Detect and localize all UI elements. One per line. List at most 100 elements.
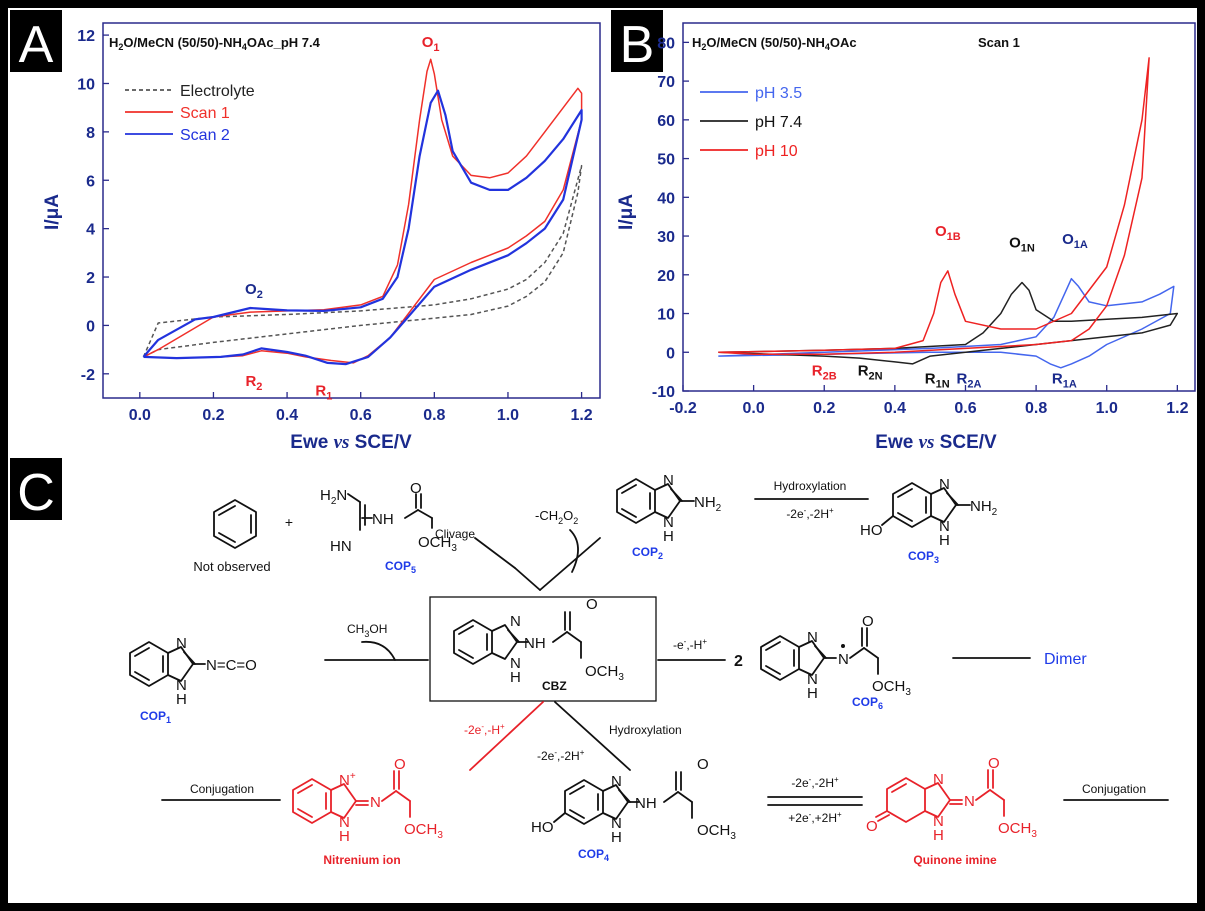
panel-c-letter-box bbox=[10, 458, 62, 520]
cop6-n: N bbox=[807, 629, 818, 646]
dimer-coefficient: 2 bbox=[734, 653, 743, 670]
panel-a-ytick-label: 12 bbox=[77, 28, 95, 45]
panel-a-xtick-label: 0.8 bbox=[423, 407, 445, 424]
legend-label: pH 3.5 bbox=[755, 85, 802, 102]
cop6-h: H bbox=[807, 685, 818, 702]
cop4-label: COP4 bbox=[578, 847, 609, 863]
panel-a-xtick-label: 0.4 bbox=[276, 407, 298, 424]
panel-b-xtick-label: 0.6 bbox=[954, 400, 976, 417]
cop3-n: N bbox=[939, 476, 950, 493]
radical-dot bbox=[841, 644, 845, 648]
quinone-keto-o: O bbox=[866, 818, 878, 835]
quinone-n: N bbox=[933, 771, 944, 788]
figure-background bbox=[8, 8, 1197, 903]
panel-b-xtick-label: 1.0 bbox=[1096, 400, 1118, 417]
series-line-scan-2 bbox=[142, 89, 583, 366]
panel-b-ytick-label: 10 bbox=[657, 307, 675, 324]
cbz-box bbox=[429, 596, 657, 702]
cop1-nco: N=C=O bbox=[206, 657, 257, 674]
panel-b-xlabel: Ewe vs SCE/V bbox=[875, 432, 997, 453]
plus-sign: + bbox=[285, 514, 293, 530]
panel-a-ylabel: I/μA bbox=[42, 194, 63, 230]
series-line-ph-7-4 bbox=[718, 281, 1179, 365]
nitrenium-o: O bbox=[394, 756, 406, 773]
cop5-structure bbox=[347, 493, 433, 531]
nitrenium-n: N bbox=[370, 794, 381, 811]
panel-b-letter-box bbox=[611, 10, 663, 72]
cop3-nh2: NH2 bbox=[970, 498, 998, 518]
panel-b-ytick-label: 50 bbox=[657, 152, 675, 169]
series-line-scan-1 bbox=[143, 58, 583, 364]
e2h2-label-top: -2e-,-2H+ bbox=[786, 506, 834, 521]
nitrenium-structure bbox=[292, 770, 411, 824]
panel-b-xtick-label: 0.0 bbox=[742, 400, 764, 417]
cbz-h: H bbox=[510, 669, 521, 686]
quinone-o: O bbox=[988, 755, 1000, 772]
cop4-n: N bbox=[611, 773, 622, 790]
cop2-h: H bbox=[663, 528, 674, 545]
panel-a-xtick-label: 0.6 bbox=[350, 407, 372, 424]
eq-forward-label: -2e-,-2H+ bbox=[791, 775, 839, 790]
hydroxylation-label-top: Hydroxylation bbox=[774, 479, 847, 493]
panel-a-title: H2O/MeCN (50/50)-NH4OAc_pH 7.4 bbox=[109, 35, 321, 52]
cop4-nh: N bbox=[611, 815, 622, 832]
ch2o2-loss-arrow bbox=[569, 529, 579, 573]
cop3-nh: N bbox=[939, 518, 950, 535]
cop1-h: H bbox=[176, 691, 187, 708]
e1h1-label: -e-,-H+ bbox=[673, 637, 707, 652]
cop4-nh-amide: NH bbox=[635, 795, 657, 812]
quinone-nh: N bbox=[933, 813, 944, 830]
e2h2-label-mid: -2e-,-2H+ bbox=[537, 748, 585, 763]
panel-b-curves bbox=[718, 57, 1179, 369]
panel-a-ytick-label: 8 bbox=[86, 125, 95, 142]
cbz-o: O bbox=[586, 596, 598, 613]
panel-a-xtick-label: 0.0 bbox=[129, 407, 151, 424]
panel-a-letter-box bbox=[10, 10, 62, 72]
cop2-n: N bbox=[663, 472, 674, 489]
branch-stem bbox=[514, 567, 541, 591]
cop5-nh: NH bbox=[372, 511, 394, 528]
panel-b-xtick-label: 1.2 bbox=[1166, 400, 1188, 417]
cbz-nh-amide: NH bbox=[524, 635, 546, 652]
cop4-och3: OCH3 bbox=[697, 822, 736, 842]
series-line-ph-10 bbox=[718, 57, 1150, 355]
panel-a-ytick-label: 4 bbox=[86, 222, 95, 239]
nitrenium-h: H bbox=[339, 828, 350, 845]
cbz-structure bbox=[453, 611, 582, 665]
quinone-label: Quinone imine bbox=[913, 853, 997, 867]
cbz-label: CBZ bbox=[542, 679, 567, 693]
cop5-label: COP5 bbox=[385, 559, 416, 575]
panel-b-subtitle: Scan 1 bbox=[978, 35, 1020, 50]
panel-a-xlabel: Ewe vs SCE/V bbox=[290, 432, 412, 453]
cop6-n-radical: N bbox=[838, 651, 849, 668]
panel-b-xtick-label: 0.4 bbox=[884, 400, 906, 417]
nitrenium-nh: N bbox=[339, 814, 350, 831]
cop5-o: O bbox=[410, 480, 422, 497]
panel-b-legend: pH 3.5pH 7.4pH 10 bbox=[700, 85, 802, 160]
cop4-h: H bbox=[611, 829, 622, 846]
cop3-structure bbox=[881, 482, 971, 528]
nitrenium-och3: OCH3 bbox=[404, 821, 443, 841]
panel-b-ytick-label: 40 bbox=[657, 190, 675, 207]
cop3-label: COP3 bbox=[908, 549, 939, 565]
panel-b-ytick-label: 30 bbox=[657, 229, 675, 246]
panel-b-ytick-label: 60 bbox=[657, 113, 675, 130]
quinone-n2: N bbox=[964, 793, 975, 810]
panel-b-xtick-label: 0.2 bbox=[813, 400, 835, 417]
panel-a-ytick-label: -2 bbox=[81, 367, 95, 384]
panel-b-ytick-label: -10 bbox=[652, 384, 675, 401]
cop5-hn: HN bbox=[330, 538, 352, 555]
cop5-och3: OCH3 bbox=[418, 534, 457, 554]
series-line-electrolyte bbox=[142, 164, 583, 358]
cop1-structure bbox=[129, 641, 206, 687]
panel-b-ylabel: I/μA bbox=[616, 194, 637, 230]
cop2-formation-arrow bbox=[539, 537, 601, 591]
panel-b-xtick-label: -0.2 bbox=[669, 400, 697, 417]
cbz-nh: N bbox=[510, 655, 521, 672]
quinone-structure bbox=[875, 769, 1005, 823]
cop1-label: COP1 bbox=[140, 709, 171, 725]
